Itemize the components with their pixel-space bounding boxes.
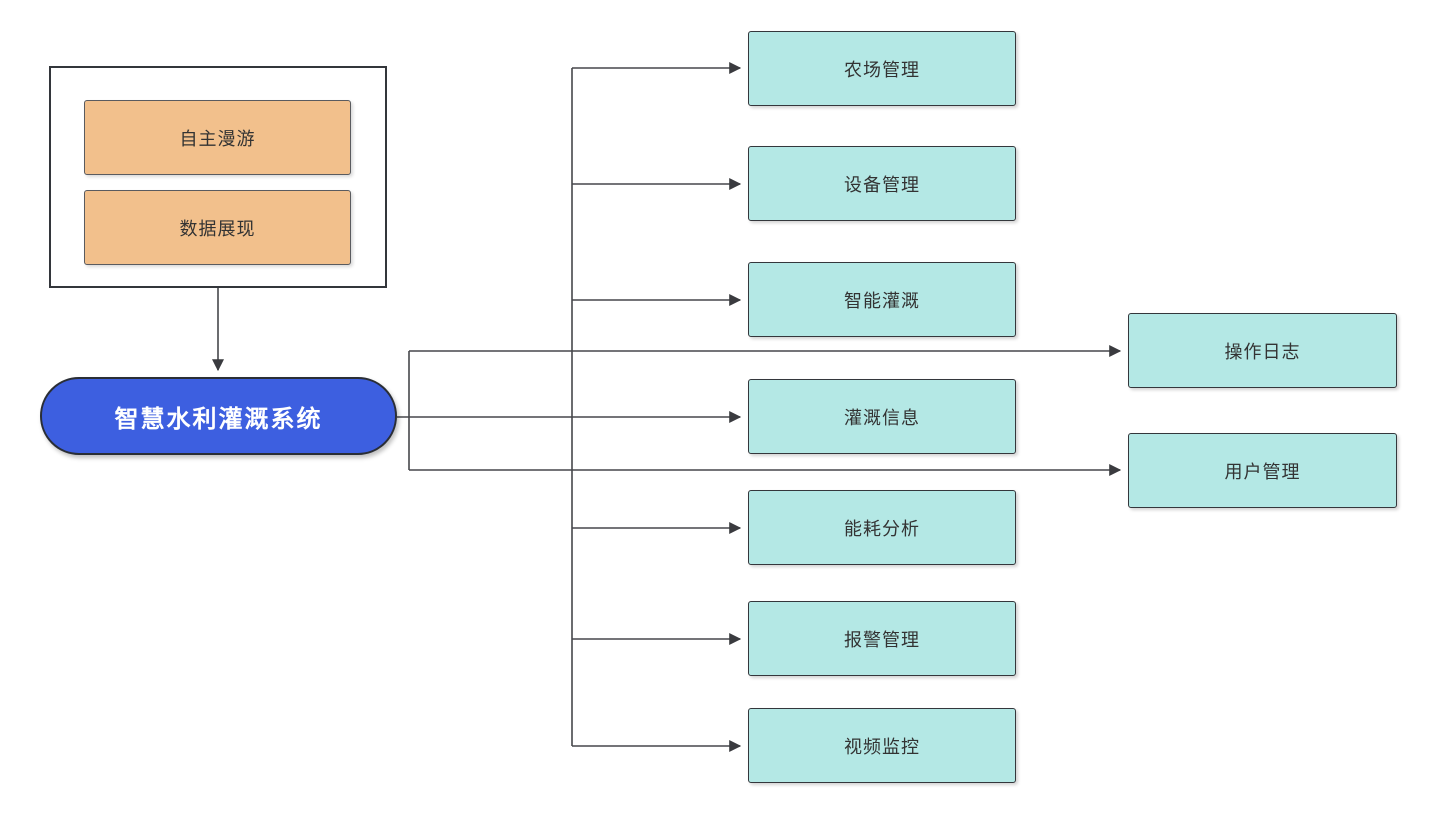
node-data-display[interactable]: 数据展现 [84, 190, 351, 265]
node-operation-log-label: 操作日志 [1224, 341, 1301, 362]
node-alarm-management-label: 报警管理 [844, 629, 920, 650]
node-alarm-management[interactable]: 报警管理 [748, 601, 1016, 676]
node-video-monitoring-label: 视频监控 [844, 736, 920, 757]
node-user-management[interactable]: 用户管理 [1128, 433, 1397, 508]
node-farm-management-label: 农场管理 [844, 59, 920, 80]
node-free-roaming-label: 自主漫游 [179, 128, 256, 149]
root-node-smart-irrigation-system[interactable]: 智慧水利灌溉系统 [40, 377, 397, 455]
node-irrigation-info-label: 灌溉信息 [844, 407, 920, 428]
node-irrigation-info[interactable]: 灌溉信息 [748, 379, 1016, 454]
node-device-management-label: 设备管理 [844, 174, 920, 195]
node-farm-management[interactable]: 农场管理 [748, 31, 1016, 106]
node-smart-irrigation[interactable]: 智能灌溉 [748, 262, 1016, 337]
node-energy-analysis-label: 能耗分析 [844, 518, 920, 539]
node-data-display-label: 数据展现 [179, 218, 256, 239]
node-energy-analysis[interactable]: 能耗分析 [748, 490, 1016, 565]
node-free-roaming[interactable]: 自主漫游 [84, 100, 351, 175]
node-operation-log[interactable]: 操作日志 [1128, 313, 1397, 388]
node-video-monitoring[interactable]: 视频监控 [748, 708, 1016, 783]
node-user-management-label: 用户管理 [1224, 461, 1301, 482]
node-device-management[interactable]: 设备管理 [748, 146, 1016, 221]
node-smart-irrigation-label: 智能灌溉 [844, 290, 920, 311]
root-node-label: 智慧水利灌溉系统 [114, 405, 323, 433]
